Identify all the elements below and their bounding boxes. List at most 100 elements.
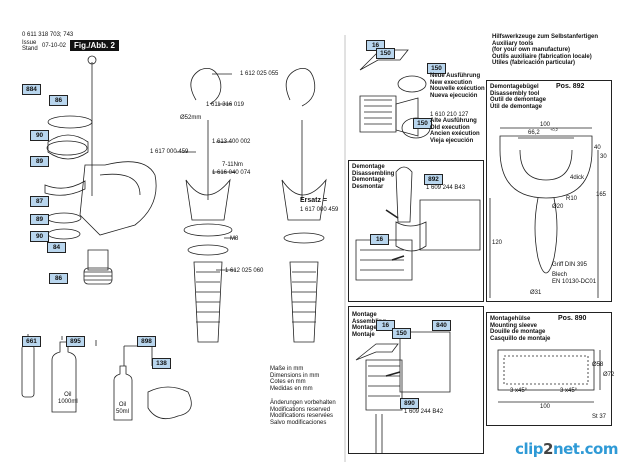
note-line: Dimensions in mm [270, 372, 320, 379]
spindle-threads [364, 99, 392, 125]
leaders-center [176, 73, 236, 271]
watermark-logo: clip2net.com [515, 440, 618, 458]
tag-138: 138 [152, 358, 171, 369]
grip-ribs-right [292, 271, 316, 323]
bottle-895 [51, 341, 77, 413]
arrow-montage [385, 371, 401, 377]
stand-label: Stand [22, 46, 38, 52]
dim-40-label: 40 [594, 145, 601, 151]
dia-label: Ø52mm [180, 115, 202, 121]
oil-50-label: Oil 50ml [116, 402, 130, 415]
ring-90b [47, 228, 81, 240]
title-line: Demontage [352, 177, 385, 184]
note-line: Modifications reservées [270, 413, 334, 420]
grip-din-label: Griff DIN 395 [552, 262, 587, 268]
montage-part: 1 609 244 B42 [404, 409, 444, 415]
part-label-6: 1 612 025 060 [225, 268, 264, 274]
spindle-lines [360, 249, 404, 271]
sleeve-890 [365, 359, 403, 411]
figure-tag: Fig./Abb. 2 [70, 40, 119, 51]
issue-date: 07-10-02 [42, 43, 67, 49]
tag-16-demontage: 16 [370, 234, 389, 245]
knob-ribs [84, 271, 112, 281]
montage-panel [348, 306, 484, 454]
title-line: Montage [352, 325, 377, 332]
tool892-top [499, 135, 593, 150]
tag-150-old: 150 [413, 118, 432, 129]
old-part: 1 610 210 127 [430, 112, 469, 118]
label-line: Montagehülse [490, 316, 531, 322]
tag-895: 895 [66, 336, 85, 347]
part-label-1: 1 612 025 055 [240, 71, 279, 77]
tool892-fork-inner [519, 149, 573, 181]
title-line: Montaje [352, 331, 375, 338]
ring-90 [47, 115, 93, 129]
tool-montage-16 [355, 343, 399, 361]
sleeve-890-lines [368, 365, 400, 397]
tag-661: 661 [22, 336, 41, 347]
dims-note: Maße in mm Dimensions in mm Cotes en mm … [270, 366, 319, 392]
ring-150-new [397, 75, 427, 93]
clamp-right [281, 178, 327, 221]
bottle-898 [113, 365, 133, 421]
tag-16: 16 [366, 40, 385, 51]
label-line: Nouvelle exécution [430, 86, 485, 93]
collar-left [183, 223, 233, 237]
tool-892-fork [395, 221, 427, 252]
chamfer-right-label: 3 x45° [560, 388, 578, 394]
title-line: Demontage [352, 164, 385, 170]
oil-1000-label: Oil 1000ml [58, 392, 78, 405]
washer-right [283, 232, 325, 244]
clamp-body [47, 134, 89, 160]
label-line: Mounting sleeve [490, 322, 538, 329]
dim-o72-label: Ø72 [603, 372, 615, 378]
dim-100-b-label: 100 [540, 404, 551, 410]
tag-840: 840 [432, 320, 451, 331]
title-line: Hilfswerkzeuge zum Selbstanfertigen [492, 34, 599, 40]
tag-90: 90 [30, 130, 49, 141]
tag-884: 884 [22, 84, 41, 95]
tag-86: 86 [49, 95, 68, 106]
clamp-left [185, 178, 231, 221]
label-line: Vieja ejecución [430, 137, 474, 144]
pos-text: Pos. 890 [558, 315, 587, 322]
note-line: Maße in mm [270, 366, 304, 372]
part-label-4: 1 617 000 459 [150, 149, 189, 155]
tag-16-montage: 16 [376, 320, 395, 331]
logo-part: 2 [543, 440, 553, 458]
dim-tol-label: +0,2 [550, 127, 558, 132]
tag-87: 87 [30, 196, 49, 207]
new-execution-label: Neue Ausführung New execution Nouvelle e… [430, 73, 485, 99]
title-line: Utiles (fabricación particular) [492, 60, 576, 67]
tag-89: 89 [30, 156, 49, 167]
chamfer-left-label: 3 x45° [510, 388, 528, 394]
tag-150-montage: 150 [392, 328, 411, 339]
tag-90b: 90 [30, 231, 49, 242]
st37-label: St 37 [592, 414, 607, 420]
tool-892-handle [395, 166, 413, 223]
note-line: Modifications reserved [270, 406, 331, 413]
blech-label: Blech [552, 272, 568, 278]
label-line: Útil de demontage [490, 103, 543, 110]
arrows-demontage [385, 209, 405, 261]
demontage-part: 1 609 244 B43 [426, 185, 466, 191]
tube-661 [21, 344, 35, 398]
label-line: Old execution [430, 124, 470, 131]
dim-100-label: 100 [540, 122, 551, 128]
dim-120-label: 120 [492, 240, 503, 246]
clamp-89 [46, 140, 88, 156]
tag-898: 898 [137, 336, 156, 347]
dim-o31-label: Ø31 [530, 290, 542, 296]
tag-89b: 89 [30, 214, 49, 225]
title-line: Outils auxiliaire (fabrication locale) [492, 53, 592, 60]
part-label-5: 1 616 040 074 [212, 170, 251, 176]
changes-note: Änderungen vorbehalten Modifications res… [270, 400, 336, 426]
note-line: Änderungen vorbehalten [270, 400, 336, 406]
tag-892: 892 [424, 174, 443, 185]
part-label-3: 1 613 400 002 [212, 139, 251, 145]
spindle-block [359, 95, 397, 133]
torque-label: 7-11Nm [222, 162, 243, 168]
gasket-138 [147, 386, 192, 420]
label-line: New execution [430, 79, 473, 86]
dim-30-label: 30 [600, 154, 607, 160]
